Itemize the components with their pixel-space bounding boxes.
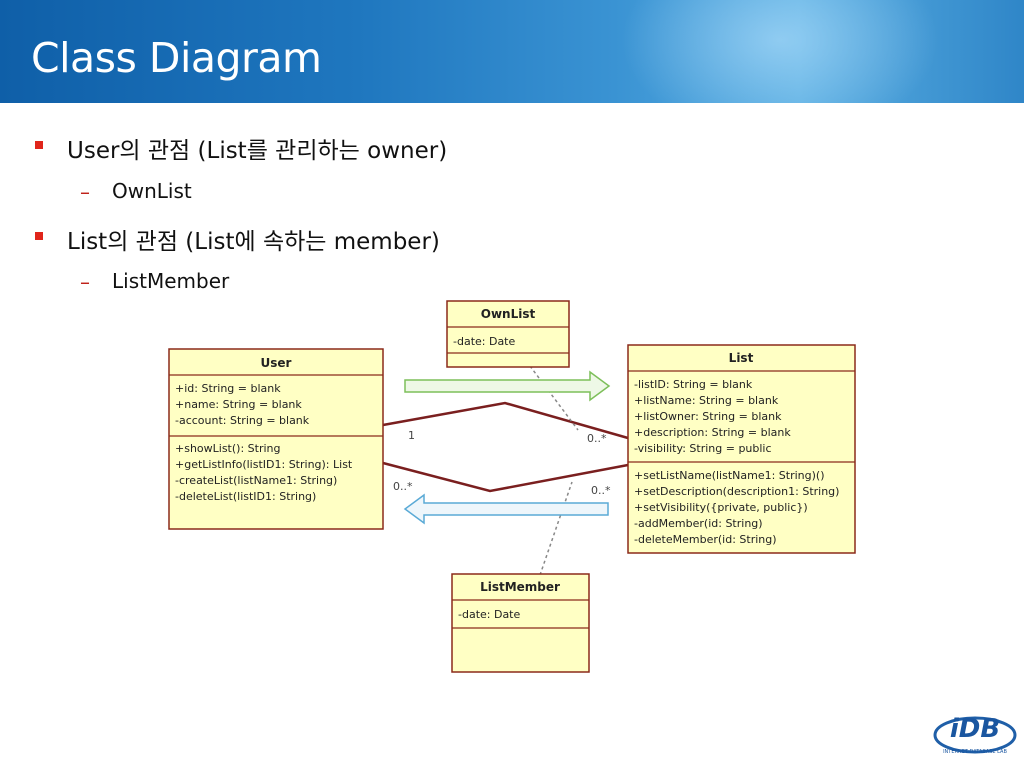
slide-title: Class Diagram bbox=[31, 34, 322, 82]
association-member-line bbox=[382, 461, 629, 493]
list-op: -deleteMember(id: String) bbox=[634, 533, 777, 546]
multiplicity-member-user: 0..* bbox=[393, 480, 413, 493]
class-name-ownlist: OwnList bbox=[481, 307, 536, 321]
list-attr: +listName: String = blank bbox=[634, 394, 779, 407]
multiplicity-owner-list: 0..* bbox=[587, 432, 607, 445]
bullet-marker bbox=[35, 141, 43, 149]
bullet-marker bbox=[35, 232, 43, 240]
sub-bullet-listmember: ListMember bbox=[112, 269, 230, 293]
logo-text: iDB bbox=[950, 714, 1000, 744]
class-list: List -listID: String = blank +listName: … bbox=[627, 344, 856, 554]
title-bar: Class Diagram bbox=[0, 0, 1024, 103]
arrow-left-icon bbox=[403, 493, 609, 525]
multiplicity-member-list: 0..* bbox=[591, 484, 611, 497]
user-op: -deleteList(listID1: String) bbox=[175, 490, 316, 503]
class-name-list: List bbox=[729, 351, 754, 365]
ownlist-attr: -date: Date bbox=[453, 335, 515, 348]
user-op: +getListInfo(listID1: String): List bbox=[175, 458, 353, 471]
list-attr: -visibility: String = public bbox=[634, 442, 772, 455]
list-attr: -listID: String = blank bbox=[634, 378, 753, 391]
association-owner-line bbox=[382, 401, 629, 440]
sub-bullet-ownlist: OwnList bbox=[112, 179, 192, 203]
arrow-right-icon bbox=[404, 370, 611, 402]
logo-subtext: INTERNET DATABASE LAB bbox=[943, 749, 1007, 755]
idb-logo-icon: iDB INTERNET DATABASE LAB bbox=[933, 714, 1017, 755]
list-op: +setDescription(description1: String) bbox=[634, 485, 839, 498]
user-op: +showList(): String bbox=[175, 442, 281, 455]
list-attr: +listOwner: String = blank bbox=[634, 410, 782, 423]
title-glow bbox=[620, 0, 940, 103]
class-user: User +id: String = blank +name: String =… bbox=[168, 348, 384, 530]
class-name-user: User bbox=[261, 356, 292, 370]
multiplicity-owner-user: 1 bbox=[408, 429, 415, 442]
list-op: +setListName(listName1: String)() bbox=[634, 469, 825, 482]
user-op: -createList(listName1: String) bbox=[175, 474, 337, 487]
ownlist-link bbox=[529, 365, 579, 431]
class-ownlist: OwnList -date: Date bbox=[446, 300, 570, 368]
class-listmember: ListMember -date: Date bbox=[451, 573, 590, 673]
list-op: -addMember(id: String) bbox=[634, 517, 763, 530]
listmember-link bbox=[539, 481, 573, 576]
sub-bullet-dash: – bbox=[80, 180, 90, 204]
user-attr: -account: String = blank bbox=[175, 414, 310, 427]
bullet-user-perspective: User의 관점 (List를 관리하는 owner) bbox=[67, 138, 448, 164]
associations bbox=[382, 365, 629, 576]
class-name-listmember: ListMember bbox=[480, 580, 560, 594]
bullet-list-perspective: List의 관점 (List에 속하는 member) bbox=[67, 229, 440, 255]
list-op: +setVisibility({private, public}) bbox=[634, 501, 808, 514]
sub-bullet-dash: – bbox=[80, 270, 90, 294]
listmember-attr: -date: Date bbox=[458, 608, 520, 621]
list-attr: +description: String = blank bbox=[634, 426, 791, 439]
user-attr: +name: String = blank bbox=[175, 398, 302, 411]
user-attr: +id: String = blank bbox=[175, 382, 281, 395]
